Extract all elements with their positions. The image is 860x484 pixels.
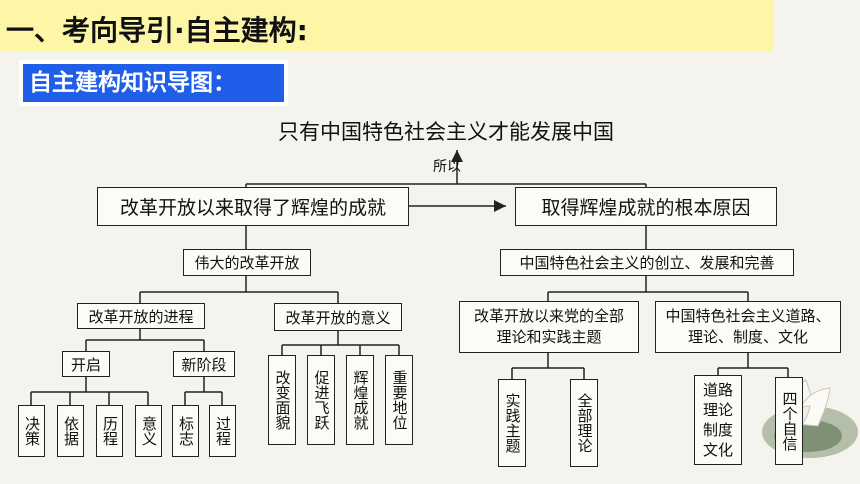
node-new-stage: 新阶段	[173, 351, 235, 377]
leaf-important-status: 重要地位	[385, 355, 413, 445]
node-left-sub: 伟大的改革开放	[183, 249, 311, 276]
section-badge-label: 自主建构知识导图：	[23, 64, 284, 102]
leaf-path-theory-system-culture: 道路理论制度文化	[694, 375, 742, 465]
node-progress: 改革开放的进程	[77, 303, 205, 329]
section-badge: 自主建构知识导图：	[19, 60, 288, 106]
lotus-decoration-icon	[762, 379, 858, 458]
leaf-all-theory: 全部理论	[570, 379, 598, 467]
node-start: 开启	[62, 351, 110, 377]
node-significance: 改革开放的意义	[274, 303, 402, 331]
leaf-change-appearance: 改变面貌	[268, 355, 296, 445]
leaf-marker: 标志	[172, 405, 199, 457]
node-right-main: 取得辉煌成就的根本原因	[515, 187, 777, 226]
leaf-brilliant-achievement: 辉煌成就	[346, 355, 374, 445]
leaf-promote-leap: 促进飞跃	[307, 355, 335, 445]
leaf-process: 过程	[209, 405, 236, 457]
node-left-main: 改革开放以来取得了辉煌的成就	[97, 187, 409, 226]
node-right-sub: 中国特色社会主义的创立、发展和完善	[500, 249, 794, 276]
header-band	[0, 0, 773, 52]
leaf-practice-theme: 实践主题	[498, 379, 526, 467]
page-title: 一、考向导引·自主建构:	[6, 14, 308, 47]
diagram-root: 只有中国特色社会主义才能发展中国	[278, 120, 614, 144]
node-path-theory-system-culture: 中国特色社会主义道路、理论、制度、文化	[655, 301, 841, 353]
leaf-decision: 决策	[18, 405, 45, 457]
leaf-history: 历程	[96, 405, 123, 457]
leaf-meaning: 意义	[135, 405, 162, 457]
node-theory: 改革开放以来党的全部理论和实践主题	[459, 301, 639, 353]
root-link-label: 所以	[433, 159, 461, 175]
leaf-four-confidences: 四个自信	[775, 377, 803, 465]
leaf-basis: 依据	[57, 405, 84, 457]
